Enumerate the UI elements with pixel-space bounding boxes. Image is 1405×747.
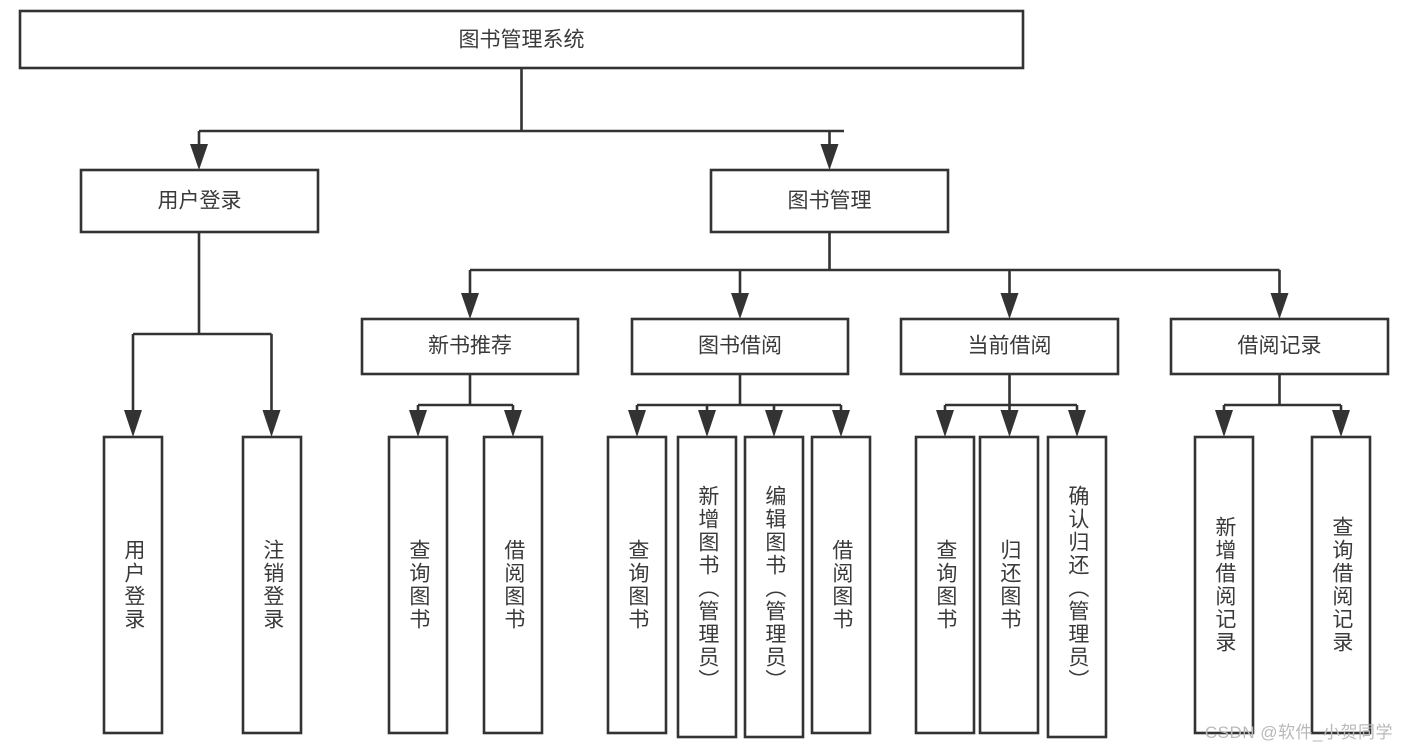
leaf-box-borrow-book-1[interactable]	[482, 435, 544, 735]
arrowhead-leaf-edit-book	[765, 410, 783, 437]
node-book-manage[interactable]: 图书管理	[709, 168, 950, 234]
node-user-login-label: 用户登录	[158, 190, 242, 213]
node-borrow-record[interactable]: 借阅记录	[1169, 317, 1390, 376]
leaf-box-query-book-1[interactable]	[387, 435, 449, 735]
leaf-box-add-record[interactable]	[1193, 435, 1255, 735]
connector-layer	[124, 68, 1350, 437]
arrowhead-leaf-add-book	[698, 410, 716, 437]
arrowhead-leaf-borrow-book-2	[832, 410, 850, 437]
node-new-book-recommend-label: 新书推荐	[428, 335, 512, 358]
leaf-box-borrow-book-2[interactable]	[810, 435, 872, 735]
leaf-box-confirm-return[interactable]	[1046, 435, 1108, 739]
node-book-borrow-label: 图书借阅	[698, 335, 782, 358]
node-book-manage-box[interactable]	[709, 168, 950, 234]
arrowhead-user-login	[190, 144, 208, 170]
node-root[interactable]: 图书管理系统	[18, 9, 1025, 70]
arrowhead-leaf-query-record	[1332, 410, 1350, 437]
arrowhead-leaf-query-book-2	[628, 410, 646, 437]
node-current-borrow-label: 当前借阅	[968, 335, 1052, 358]
arrowhead-borrow-record	[1270, 293, 1289, 319]
leaf-box-user-login[interactable]	[102, 435, 164, 735]
arrowhead-leaf-query-book-3	[936, 410, 954, 437]
leaf-box-edit-book[interactable]	[743, 435, 805, 739]
leaf-box-user-logout[interactable]	[241, 435, 303, 735]
leaf-box-layer	[102, 435, 1372, 739]
arrowhead-leaf-confirm-return	[1068, 410, 1086, 437]
arrowhead-leaf-borrow-book-1	[504, 410, 522, 437]
node-book-manage-label: 图书管理	[788, 190, 872, 213]
node-root-box[interactable]	[18, 9, 1025, 70]
leaf-box-add-book[interactable]	[676, 435, 738, 739]
arrowhead-book-manage	[820, 144, 839, 170]
leaf-box-query-book-2[interactable]	[606, 435, 668, 735]
arrowhead-current-borrow	[1000, 293, 1019, 319]
node-borrow-record-box[interactable]	[1169, 317, 1390, 376]
node-book-borrow-box[interactable]	[630, 317, 850, 376]
node-root-label: 图书管理系统	[459, 29, 585, 52]
node-current-borrow-box[interactable]	[899, 317, 1120, 376]
arrowhead-leaf-add-record	[1215, 410, 1233, 437]
leaf-box-query-book-3[interactable]	[914, 435, 976, 735]
node-current-borrow[interactable]: 当前借阅	[899, 317, 1120, 376]
node-user-login-box[interactable]	[79, 168, 320, 234]
leaf-box-query-record[interactable]	[1310, 435, 1372, 735]
leaf-box-return-book[interactable]	[978, 435, 1040, 735]
arrowhead-leaf-return-book	[1000, 410, 1019, 437]
arrowhead-leaf-user-login	[124, 410, 142, 437]
csdn-watermark: CSDN @软件_小贺同学	[1204, 723, 1393, 742]
node-book-borrow[interactable]: 图书借阅	[630, 317, 850, 376]
arrowhead-leaf-query-book-1	[409, 410, 427, 437]
arrowhead-book-borrow	[731, 293, 749, 319]
arrowhead-new-book-recommend	[461, 293, 479, 319]
arrowhead-leaf-user-logout	[262, 410, 281, 437]
node-new-book-recommend-box[interactable]	[360, 317, 580, 376]
node-user-login[interactable]: 用户登录	[79, 168, 320, 234]
node-borrow-record-label: 借阅记录	[1238, 335, 1322, 358]
node-new-book-recommend[interactable]: 新书推荐	[360, 317, 580, 376]
